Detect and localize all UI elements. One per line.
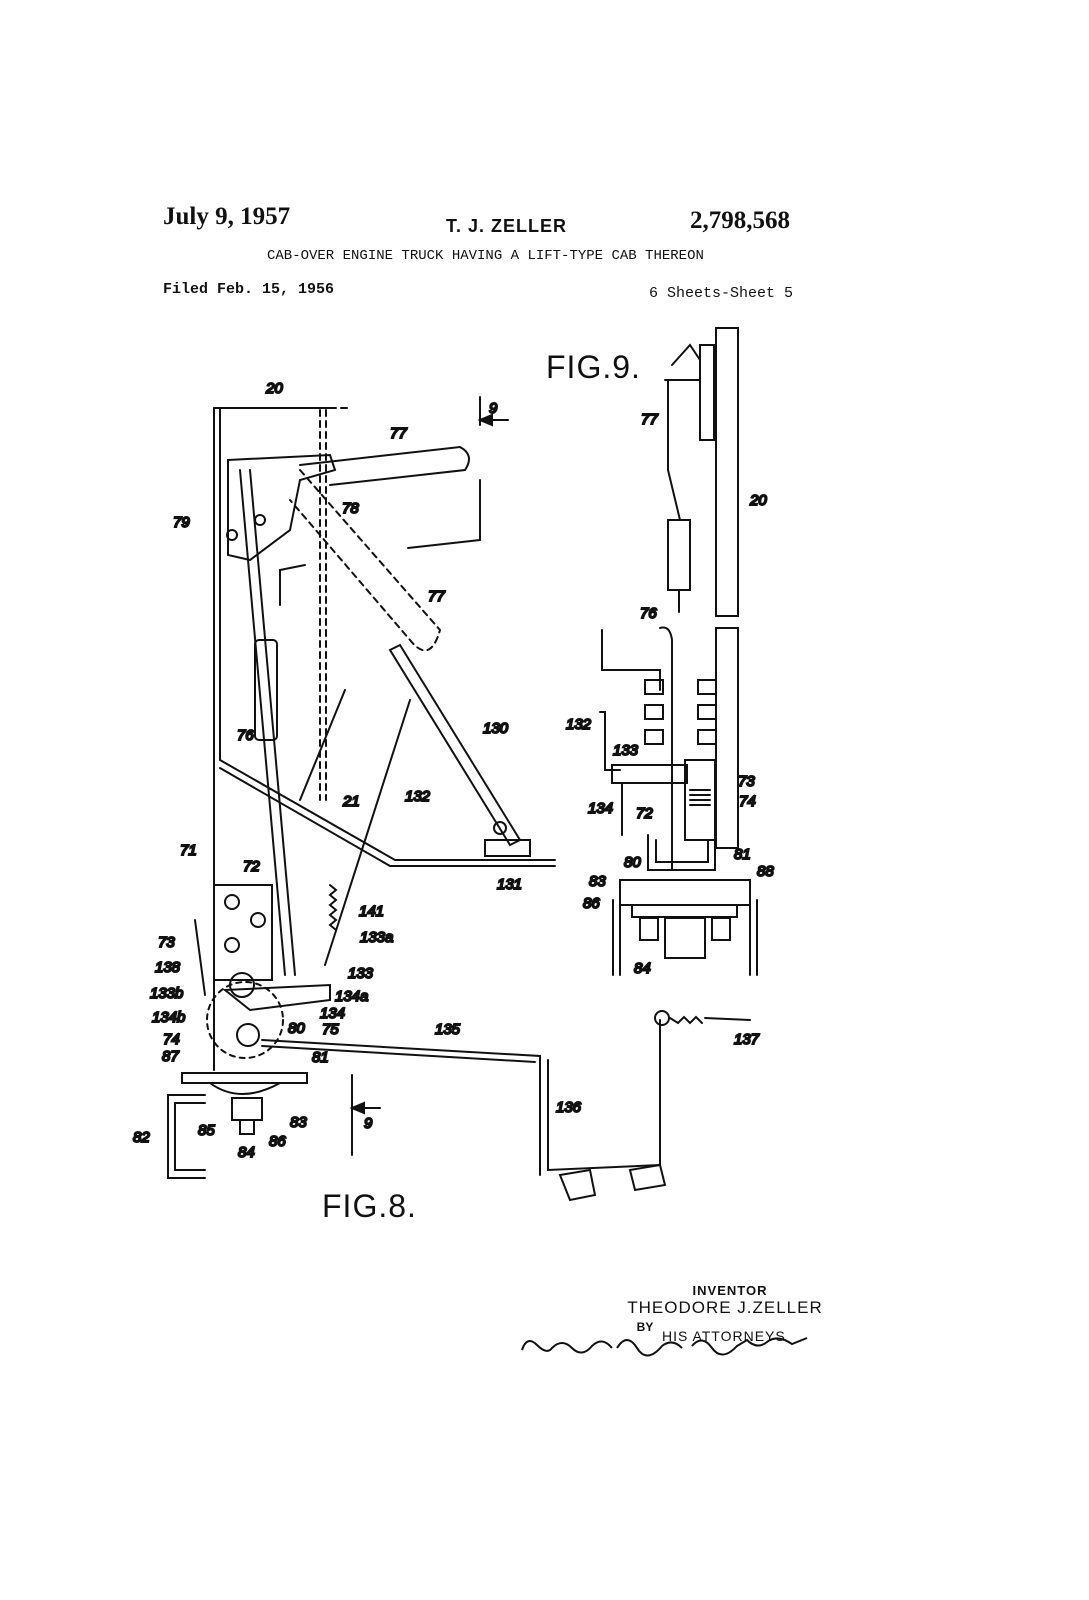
ref-133a: 133a xyxy=(360,929,393,946)
ref-130: 130 xyxy=(483,720,509,737)
inventor-label: INVENTOR xyxy=(692,1283,768,1298)
figure-9-drawing xyxy=(599,327,758,976)
ref-76: 76 xyxy=(237,727,254,744)
ref-133: 133 xyxy=(348,965,374,982)
fig9-ref-77: 77 xyxy=(641,411,658,428)
figure-9-numerals: 77 20 76 132 133 73 74 134 72 80 81 88 8… xyxy=(565,410,775,978)
ref-71: 71 xyxy=(180,842,197,859)
ref-9-bottom: 9 xyxy=(364,1115,373,1132)
ref-80: 80 xyxy=(288,1020,305,1037)
ref-85: 85 xyxy=(198,1122,215,1139)
ref-77-lower: 77 xyxy=(428,588,445,605)
ref-20: 20 xyxy=(265,380,283,397)
attorney-signature xyxy=(521,1337,808,1357)
ref-74: 74 xyxy=(163,1031,180,1048)
ref-138: 138 xyxy=(155,959,181,976)
ref-137: 137 xyxy=(734,1031,760,1048)
fig9-ref-84: 84 xyxy=(634,960,651,977)
patent-date: July 9, 1957 xyxy=(163,203,291,230)
fig9-ref-76: 76 xyxy=(640,605,657,622)
ref-135: 135 xyxy=(435,1021,461,1038)
ref-75: 75 xyxy=(322,1021,339,1038)
ref-9-top: 9 xyxy=(489,400,498,417)
inventor-full-name: THEODORE J.ZELLER xyxy=(627,1298,823,1317)
fig9-ref-132: 132 xyxy=(566,716,592,733)
ref-133b: 133b xyxy=(150,985,183,1002)
ref-82: 82 xyxy=(133,1129,150,1146)
filed-date: Filed Feb. 15, 1956 xyxy=(163,281,335,298)
figure-8-numerals: 20 9 77 79 78 77 130 76 132 21 71 72 131… xyxy=(132,379,761,1162)
inventor-block: INVENTOR THEODORE J.ZELLER BY xyxy=(615,1283,835,1334)
ref-136: 136 xyxy=(556,1099,582,1116)
figure-9-label: FIG.9. xyxy=(546,349,641,385)
fig9-ref-133: 133 xyxy=(613,742,639,759)
ref-72: 72 xyxy=(243,858,260,875)
fig9-ref-74: 74 xyxy=(739,793,756,810)
ref-21: 21 xyxy=(342,793,360,810)
patent-number: 2,798,568 xyxy=(690,207,790,234)
fig9-ref-73: 73 xyxy=(738,773,755,790)
figure-8-drawing xyxy=(167,396,751,1202)
ref-81: 81 xyxy=(312,1049,329,1066)
by-label: BY xyxy=(636,1320,654,1334)
fig9-ref-81: 81 xyxy=(734,846,751,863)
ref-73: 73 xyxy=(158,934,175,951)
figure-8-label: FIG.8. xyxy=(322,1188,417,1224)
ref-131: 131 xyxy=(497,876,522,893)
fig9-ref-20: 20 xyxy=(749,492,767,509)
fig9-ref-88: 88 xyxy=(757,863,774,880)
ref-134b: 134b xyxy=(152,1009,185,1026)
sheet-count: 6 Sheets-Sheet 5 xyxy=(649,285,794,302)
ref-77-upper: 77 xyxy=(390,425,407,442)
attorneys-label: HIS ATTORNEYS xyxy=(662,1328,786,1344)
ref-83: 83 xyxy=(290,1114,307,1131)
ref-141: 141 xyxy=(359,903,384,920)
ref-79: 79 xyxy=(173,514,190,531)
fig9-ref-83: 83 xyxy=(589,873,606,890)
patent-title: CAB-OVER ENGINE TRUCK HAVING A LIFT-TYPE… xyxy=(267,248,704,264)
inventor-short-name: T. J. ZELLER xyxy=(446,216,568,236)
ref-134a: 134a xyxy=(335,988,368,1005)
ref-84: 84 xyxy=(238,1144,255,1161)
ref-87: 87 xyxy=(162,1048,179,1065)
fig9-ref-134: 134 xyxy=(588,800,613,817)
fig9-ref-86: 86 xyxy=(583,895,600,912)
ref-78: 78 xyxy=(342,500,359,517)
fig9-ref-80: 80 xyxy=(624,854,641,871)
ref-86: 86 xyxy=(269,1133,286,1150)
ref-134: 134 xyxy=(320,1005,345,1022)
ref-132: 132 xyxy=(405,788,431,805)
fig9-ref-72: 72 xyxy=(636,805,653,822)
